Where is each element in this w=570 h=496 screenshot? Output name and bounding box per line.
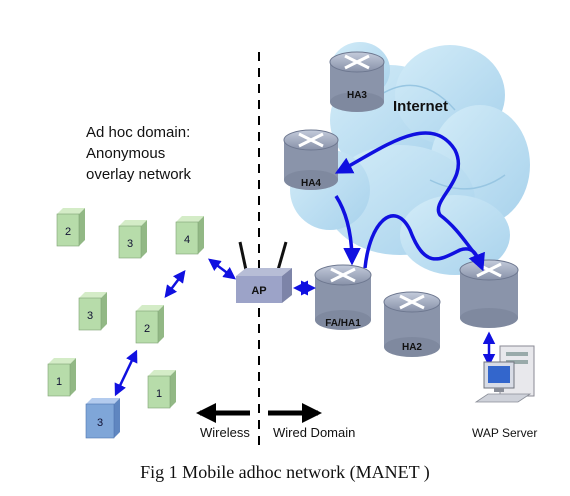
router-label: HA2: [402, 342, 422, 353]
router-label: HA4: [301, 178, 321, 189]
adhoc-node-blue: 3: [85, 398, 120, 439]
adhoc-node: 2: [56, 208, 85, 247]
wap-server-label: WAP Server: [472, 426, 537, 440]
domain-label-line2: Anonymous: [86, 145, 165, 162]
svg-text:3: 3: [87, 310, 93, 322]
svg-text:1: 1: [56, 376, 62, 388]
wireless-links: [114, 258, 496, 397]
router-label: FA/HA1: [325, 318, 361, 329]
adhoc-node: 2: [135, 305, 164, 344]
domain-label-line1: Ad hoc domain:: [86, 124, 190, 141]
router-fa-ha1: FA/HA1: [314, 264, 372, 330]
ap-label: AP: [251, 285, 266, 297]
svg-text:3: 3: [97, 417, 103, 429]
router-ha3: HA3: [329, 51, 385, 112]
figure-caption: Fig 1 Mobile adhoc network (MANET ): [140, 462, 430, 482]
internet-label: Internet: [393, 98, 448, 115]
wired-domain-label: Wired Domain: [273, 425, 355, 440]
svg-text:4: 4: [184, 234, 190, 246]
svg-text:2: 2: [65, 226, 71, 238]
svg-text:3: 3: [127, 238, 133, 250]
router-right: [459, 259, 519, 328]
domain-label-line3: overlay network: [86, 166, 192, 183]
router-label: HA3: [347, 90, 367, 101]
router-ha4: HA4: [283, 129, 339, 190]
adhoc-node: 3: [118, 220, 147, 259]
adhoc-node: 1: [47, 358, 76, 397]
adhoc-node: 4: [175, 216, 204, 255]
adhoc-node: 1: [147, 370, 176, 409]
routing-paths: [334, 131, 485, 272]
adhoc-node: 3: [78, 292, 107, 331]
svg-text:2: 2: [144, 323, 150, 335]
router-ha2: HA2: [383, 291, 441, 357]
svg-text:1: 1: [156, 388, 162, 400]
access-point: AP: [236, 241, 292, 303]
diagram-canvas: Internet HA3 HA4 FA/HA1 HA2: [47, 42, 537, 445]
wireless-label: Wireless: [200, 425, 250, 440]
wap-server-icon: [474, 345, 535, 403]
